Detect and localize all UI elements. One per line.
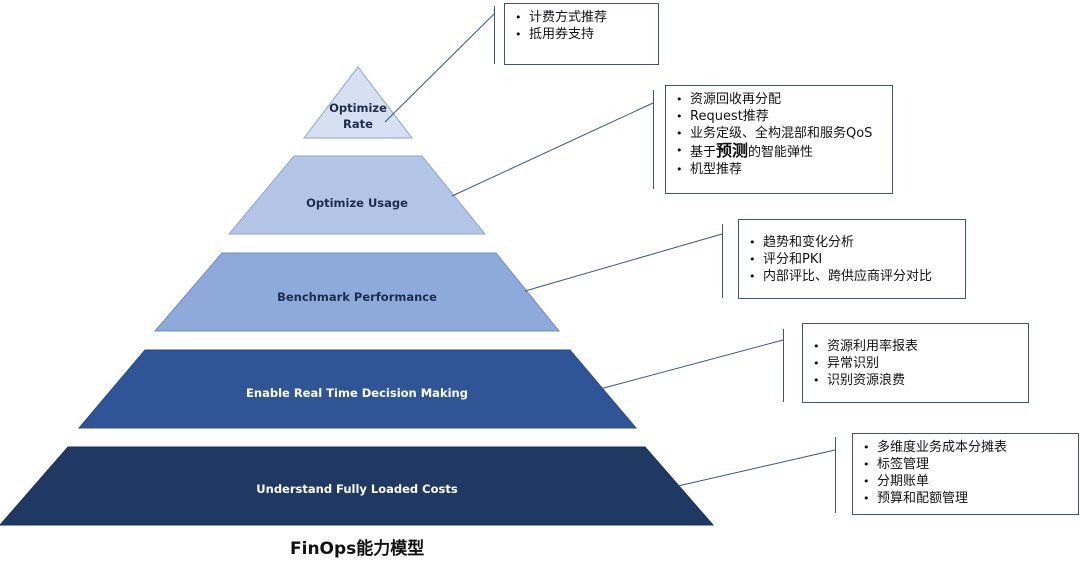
list-item-emphasis: 基于预测的智能弹性 (674, 142, 884, 161)
connector-benchmark (524, 233, 723, 292)
list-item: 趋势和变化分析 (747, 234, 957, 251)
list-item: 识别资源浪费 (811, 372, 1020, 389)
list-item: 资源回收再分配 (674, 91, 884, 108)
tier-label-realtime: Enable Real Time Decision Making (246, 386, 468, 400)
list-item: 多维度业务成本分摊表 (861, 439, 1070, 456)
callout-usage: 资源回收再分配 Request推荐 业务定级、全构混部和服务QoS 基于预测的智… (665, 85, 893, 194)
connector-realtime (599, 339, 784, 390)
list-item: 计费方式推荐 (513, 9, 650, 26)
callout-costs: 多维度业务成本分摊表 标签管理 分期账单 预算和配额管理 (852, 433, 1079, 515)
list-item: 异常识别 (811, 355, 1020, 372)
tier-enable-real-time (77, 349, 638, 429)
bracket-costs (835, 437, 836, 513)
list-item: 业务定级、全构混部和服务QoS (674, 125, 884, 142)
bracket-usage (653, 90, 654, 189)
list-item: 机型推荐 (674, 161, 884, 178)
connector-usage (451, 102, 654, 197)
tier-optimize-rate (302, 66, 414, 139)
list-item: 资源利用率报表 (811, 338, 1020, 355)
list-item: 分期账单 (861, 473, 1070, 490)
tier-understand-costs (0, 446, 715, 526)
tier-label-benchmark: Benchmark Performance (277, 290, 437, 304)
list-item: 内部评比、跨供应商评分对比 (747, 268, 957, 285)
bracket-rate (494, 6, 495, 64)
diagram-caption: FinOps能力模型 (290, 539, 425, 559)
callout-realtime: 资源利用率报表 异常识别 识别资源浪费 (802, 323, 1029, 403)
connector-rate (384, 13, 495, 123)
tier-label-rate: Optimize Rate (329, 101, 387, 131)
callout-rate: 计费方式推荐 抵用券支持 (504, 3, 659, 65)
list-item: 标签管理 (861, 456, 1070, 473)
tier-label-costs: Understand Fully Loaded Costs (256, 482, 458, 496)
tier-benchmark-performance (153, 252, 561, 332)
bracket-realtime (783, 329, 784, 402)
list-item: Request推荐 (674, 108, 884, 125)
callout-benchmark: 趋势和变化分析 评分和PKI 内部评比、跨供应商评分对比 (738, 219, 966, 299)
connector-costs (677, 449, 836, 487)
list-item: 抵用券支持 (513, 26, 650, 43)
tier-optimize-usage (227, 155, 487, 235)
list-item: 评分和PKI (747, 251, 957, 268)
list-item: 预算和配额管理 (861, 490, 1070, 507)
bracket-benchmark (722, 224, 723, 298)
tier-label-usage: Optimize Usage (306, 196, 408, 210)
